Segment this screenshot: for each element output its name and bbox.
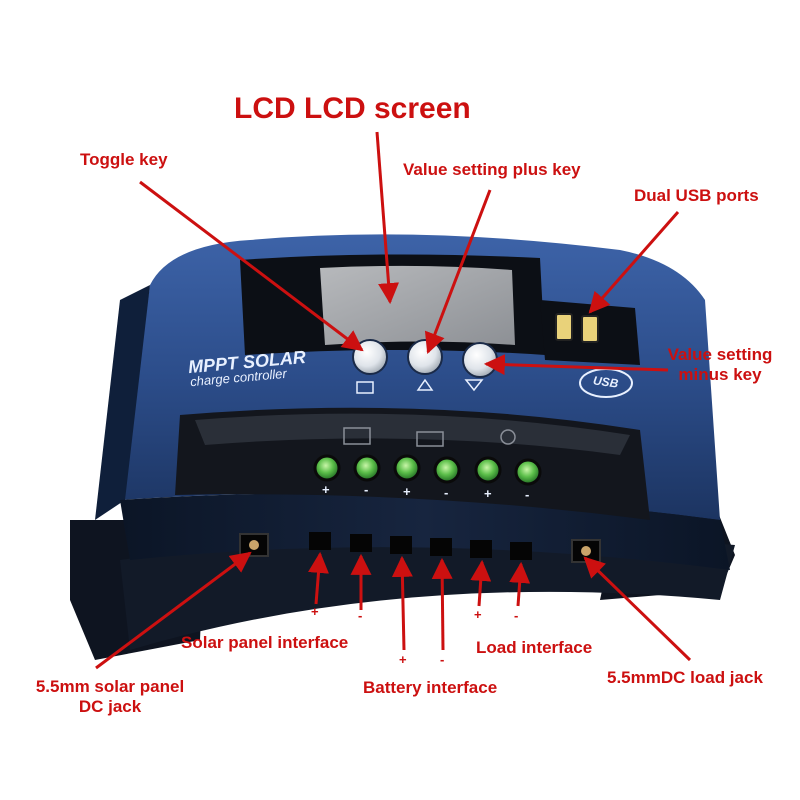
label-minus-key: Value setting minus key <box>650 345 790 385</box>
terminal-screw <box>313 454 341 482</box>
callout-arrows <box>95 131 692 670</box>
toggle-icon <box>356 381 374 394</box>
minus-key-button <box>462 342 498 378</box>
wire-hole <box>510 542 532 560</box>
label-toggle-key: Toggle key <box>80 150 168 169</box>
label-solar-jack: 5.5mm solar panel DC jack <box>10 677 210 717</box>
label-solar-jack-line1: 5.5mm solar panel <box>35 677 185 696</box>
wire-hole <box>309 532 331 550</box>
arrow-toggle <box>139 180 364 352</box>
solar-panel-icon <box>343 427 371 445</box>
toggle-key-button <box>352 339 388 375</box>
terminal-sign: + <box>403 484 411 499</box>
wire-hole <box>430 538 452 556</box>
arrow-plus <box>424 189 492 354</box>
wire-hole <box>390 536 412 554</box>
terminal-sign: - <box>444 485 449 500</box>
load-dc-jack-pin <box>581 546 591 556</box>
terminal-screw <box>393 454 421 482</box>
terminal-sign: - <box>525 487 530 502</box>
label-load-interface: Load interface <box>476 638 593 657</box>
terminal-block <box>175 407 650 520</box>
minus-icon <box>464 379 484 392</box>
solar-dc-jack-pin <box>249 540 259 550</box>
usb-port-1 <box>555 313 573 341</box>
label-minus-key-line1: Value setting <box>667 345 773 364</box>
usb-port-2 <box>581 315 599 343</box>
title-lcd-screen: LCD LCD screen <box>234 92 471 125</box>
usb-port-area <box>540 300 640 398</box>
terminal-screw <box>514 458 542 486</box>
arrow-batt-plus <box>391 555 413 651</box>
arrow-solar-jack <box>95 551 252 670</box>
plus-key-button <box>407 339 443 375</box>
label-load-jack: 5.5mmDC load jack <box>607 668 763 687</box>
label-minus-key-line2: minus key <box>678 365 762 384</box>
battery-icon <box>416 431 444 447</box>
arrow-minus <box>483 354 669 376</box>
arrow-load-jack <box>583 556 692 662</box>
arrow-batt-minus <box>431 557 453 651</box>
wire-sign: - <box>358 608 363 623</box>
wire-hole <box>470 540 492 558</box>
terminal-screw <box>353 454 381 482</box>
lcd-screen <box>240 254 545 355</box>
wire-holes <box>239 532 601 563</box>
wire-sign: + <box>474 607 482 622</box>
label-dual-usb: Dual USB ports <box>634 186 759 205</box>
plus-icon <box>416 378 434 391</box>
arrow-solar-plus <box>308 551 329 605</box>
terminal-sign: + <box>322 482 330 497</box>
wire-sign: + <box>399 652 407 667</box>
arrow-load-plus <box>470 559 492 607</box>
terminal-sign: + <box>484 486 492 501</box>
terminal-screw <box>433 456 461 484</box>
wire-hole <box>350 534 372 552</box>
arrow-load-minus <box>509 561 531 607</box>
arrow-usb <box>588 211 680 314</box>
terminal-sign: - <box>364 482 369 497</box>
bulb-icon <box>500 429 516 445</box>
terminal-screw <box>474 456 502 484</box>
wire-sign: - <box>440 652 445 667</box>
label-solar-jack-line2: DC jack <box>78 697 142 716</box>
label-solar-interface: Solar panel interface <box>181 633 349 652</box>
arrow-lcd <box>375 131 400 305</box>
label-plus-key: Value setting plus key <box>403 160 581 179</box>
label-battery-interface: Battery interface <box>363 678 498 697</box>
wire-sign: - <box>514 608 519 623</box>
wire-sign: + <box>311 604 319 619</box>
